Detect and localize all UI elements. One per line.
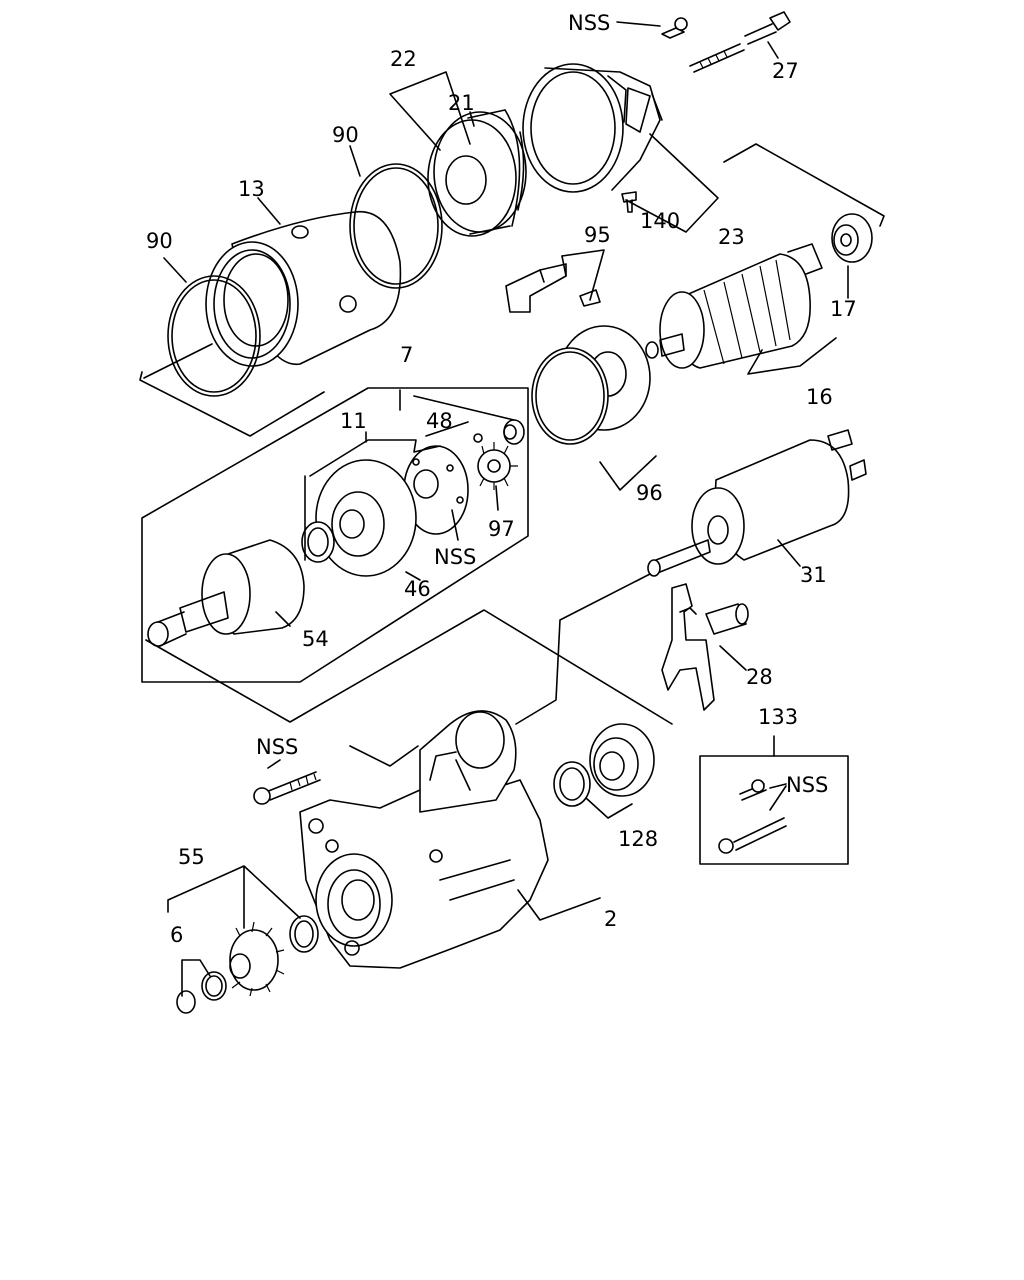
label-90-front: 90 <box>146 229 173 253</box>
label-11: 11 <box>340 409 367 433</box>
part-16-armature <box>645 243 823 369</box>
part-nss-bolt <box>253 771 321 805</box>
part-96-plate <box>531 325 651 445</box>
label-55: 55 <box>178 845 205 869</box>
leader-lines <box>163 21 849 997</box>
label-6: 6 <box>170 923 183 947</box>
part-48-ball <box>473 433 483 443</box>
label-nss-top: NSS <box>568 11 610 35</box>
part-23-rear-cover <box>522 63 663 193</box>
part-28-lever <box>661 583 749 711</box>
part-17-bearing <box>831 213 873 263</box>
part-90-o-ring-rear <box>349 163 443 289</box>
label-17: 17 <box>830 297 857 321</box>
label-22: 22 <box>390 47 417 71</box>
label-140: 140 <box>640 209 680 233</box>
part-bush <box>503 419 525 445</box>
label-95: 95 <box>584 223 611 247</box>
label-nss-box: NSS <box>786 773 828 797</box>
part-6-ring-b <box>176 990 196 1014</box>
label-2: 2 <box>604 907 617 931</box>
label-nss-bolt: NSS <box>256 735 298 759</box>
part-128-bearing <box>589 723 655 797</box>
part-screw-top <box>661 17 688 39</box>
part-2-housing <box>299 710 549 969</box>
label-nss-mid: NSS <box>434 545 476 569</box>
part-6-ring-a <box>201 971 227 1001</box>
part-55-pinion <box>229 921 285 997</box>
label-16: 16 <box>806 385 833 409</box>
label-21: 21 <box>448 91 475 115</box>
part-140-screw <box>621 191 637 213</box>
label-46: 46 <box>404 577 431 601</box>
part-128-seal <box>553 761 591 807</box>
label-90-rear: 90 <box>332 123 359 147</box>
label-31: 31 <box>800 563 827 587</box>
label-7: 7 <box>400 343 413 367</box>
assembly-outlines <box>139 143 885 767</box>
label-96: 96 <box>636 481 663 505</box>
label-23: 23 <box>718 225 745 249</box>
part-90-o-ring-front <box>167 275 261 397</box>
label-97: 97 <box>488 517 515 541</box>
label-27: 27 <box>772 59 799 83</box>
label-133: 133 <box>758 705 798 729</box>
part-95-clip <box>505 263 601 313</box>
part-13-yoke <box>205 210 402 367</box>
label-28: 28 <box>746 665 773 689</box>
label-54: 54 <box>302 627 329 651</box>
callout-labels: NSS 27 22 21 90 13 90 140 23 95 17 16 7 … <box>146 11 857 947</box>
part-55-collar <box>289 915 319 953</box>
label-128: 128 <box>618 827 658 851</box>
part-21-brush-holder <box>427 109 527 237</box>
part-27-bolt <box>689 11 791 73</box>
part-54-shaft <box>147 539 305 647</box>
part-46-internal-gear <box>301 459 417 577</box>
part-97-gear <box>477 442 518 490</box>
label-13: 13 <box>238 177 265 201</box>
label-48: 48 <box>426 409 453 433</box>
part-31-solenoid <box>647 429 867 577</box>
